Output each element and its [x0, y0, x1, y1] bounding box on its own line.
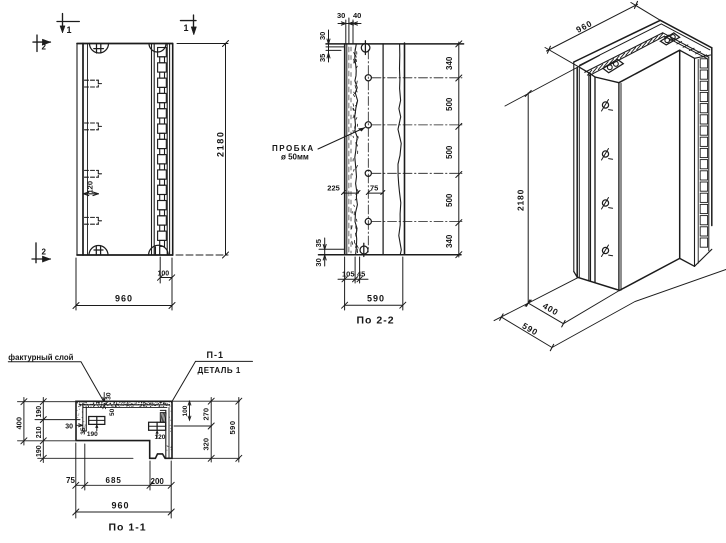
svg-text:40: 40 — [353, 11, 361, 20]
svg-text:190: 190 — [36, 445, 43, 457]
svg-text:100: 100 — [182, 405, 189, 416]
svg-text:П-1: П-1 — [207, 350, 224, 360]
svg-text:960: 960 — [112, 501, 130, 511]
svg-text:ДЕТАЛЬ 1: ДЕТАЛЬ 1 — [198, 366, 241, 375]
svg-text:45: 45 — [357, 270, 365, 279]
svg-text:500: 500 — [445, 145, 454, 159]
svg-text:685: 685 — [106, 476, 122, 485]
svg-text:30: 30 — [106, 392, 113, 400]
svg-text:590: 590 — [367, 294, 385, 304]
svg-text:2: 2 — [42, 43, 47, 52]
svg-text:120: 120 — [86, 181, 95, 194]
svg-text:225: 225 — [327, 184, 340, 193]
svg-text:50: 50 — [109, 408, 116, 416]
svg-text:120: 120 — [155, 434, 166, 441]
svg-text:75: 75 — [66, 476, 75, 485]
svg-text:270: 270 — [202, 408, 211, 421]
svg-text:500: 500 — [445, 97, 454, 111]
svg-text:105: 105 — [342, 270, 355, 279]
svg-text:340: 340 — [445, 56, 454, 70]
svg-text:По 2-2: По 2-2 — [357, 315, 395, 327]
svg-text:100: 100 — [158, 271, 170, 278]
svg-text:340: 340 — [445, 234, 454, 248]
svg-text:320: 320 — [202, 438, 211, 451]
svg-text:фактурный слой: фактурный слой — [8, 353, 73, 362]
svg-text:2180: 2180 — [516, 189, 526, 211]
svg-text:2180: 2180 — [216, 131, 226, 157]
svg-text:ПРОБКА: ПРОБКА — [272, 144, 315, 153]
svg-text:По 1-1: По 1-1 — [109, 522, 147, 534]
svg-text:30: 30 — [337, 11, 345, 20]
svg-text:190: 190 — [87, 431, 98, 438]
svg-text:200: 200 — [151, 477, 165, 486]
svg-text:1: 1 — [67, 25, 72, 35]
svg-text:30: 30 — [318, 32, 327, 40]
svg-text:30: 30 — [65, 423, 73, 430]
svg-text:400: 400 — [15, 417, 24, 430]
svg-text:35: 35 — [80, 427, 87, 435]
svg-text:35: 35 — [318, 54, 327, 62]
svg-text:ø 50мм: ø 50мм — [281, 153, 309, 162]
svg-text:30: 30 — [314, 258, 323, 266]
svg-text:2: 2 — [42, 248, 47, 257]
svg-text:960: 960 — [115, 294, 133, 304]
svg-text:35: 35 — [314, 239, 323, 247]
svg-text:210: 210 — [36, 426, 43, 438]
svg-text:1: 1 — [184, 23, 189, 33]
svg-text:75: 75 — [370, 184, 378, 193]
svg-text:590: 590 — [228, 420, 237, 434]
svg-text:190: 190 — [36, 406, 43, 418]
svg-text:500: 500 — [445, 193, 454, 207]
